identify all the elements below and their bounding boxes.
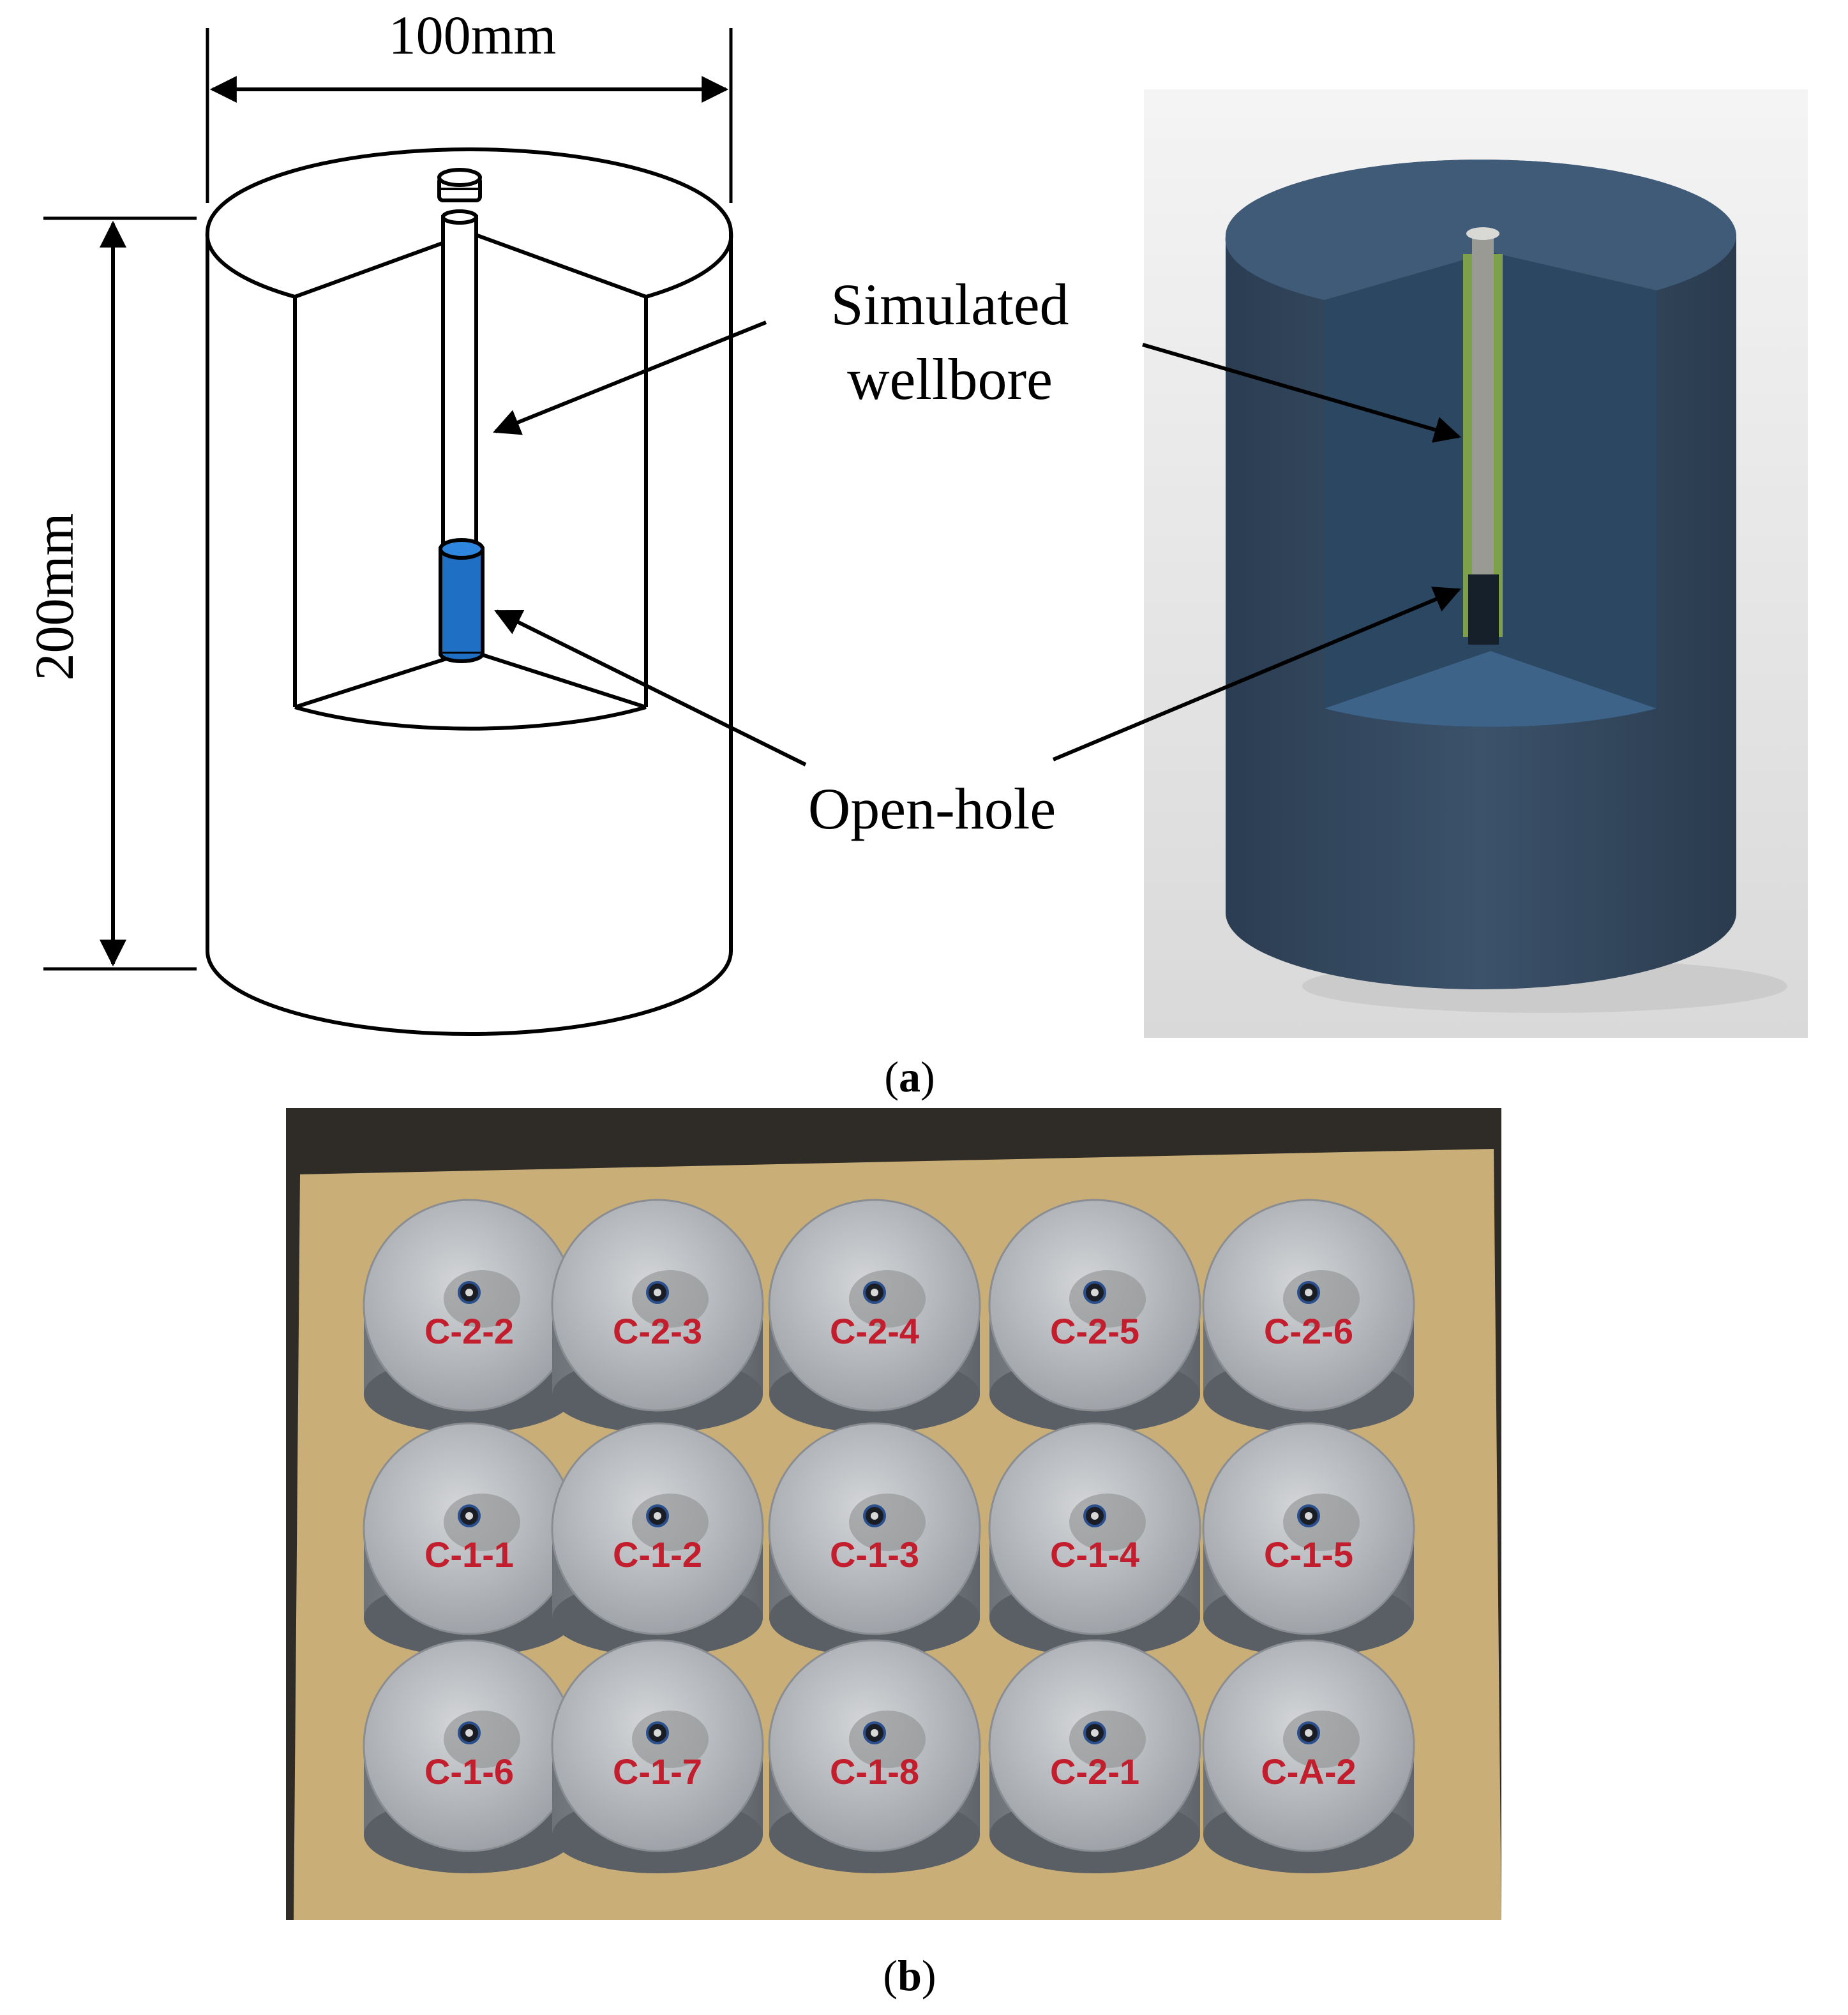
specimen-label: C-2-4 (830, 1311, 919, 1351)
specimen-label: C-2-6 (1264, 1311, 1353, 1351)
specimen-core: C-1-8 (768, 1639, 981, 1873)
specimen-label: C-2-3 (613, 1311, 702, 1351)
specimen-core: C-2-1 (988, 1639, 1201, 1873)
core-wellbore-pin (1091, 1289, 1099, 1296)
core-wellbore-pin (871, 1289, 878, 1296)
specimen-label: C-2-1 (1050, 1751, 1139, 1792)
specimen-label: C-1-6 (424, 1751, 514, 1792)
specimen-core: C-2-2 (363, 1199, 576, 1433)
arrow-openhole-left (494, 610, 807, 767)
core-wellbore-pin (465, 1729, 473, 1737)
specimen-cores: C-2-2 C-2-3 C-2-4 C-2-5 C-2-6C-1-1 C-1-2 C-1-3… (363, 1199, 1415, 1873)
specimen-label: C-1-3 (830, 1534, 919, 1575)
arrow-openhole-right (1052, 587, 1461, 761)
render-rod (1472, 237, 1494, 608)
panel-b-photo: C-2-2 C-2-3 C-2-4 C-2-5 C-2-6C-1-1 C-1-2 C-1-3… (286, 1108, 1501, 1920)
core-wellbore-pin (871, 1512, 878, 1520)
specimen-core: C-2-6 (1202, 1199, 1415, 1433)
core-wellbore-pin (654, 1289, 661, 1296)
openhole-bottom (439, 653, 485, 663)
label-simulated: Simulated (830, 272, 1069, 337)
specimen-label: C-2-5 (1050, 1311, 1139, 1351)
dim-height-label: 200mm (24, 513, 85, 681)
core-wellbore-pin (1305, 1729, 1312, 1737)
render-rod-cap (1466, 227, 1499, 240)
specimen-label: C-1-5 (1264, 1534, 1353, 1575)
core-wellbore-pin (654, 1512, 661, 1520)
specimen-core: C-1-5 (1202, 1422, 1415, 1656)
specimen-core: C-A-2 (1202, 1639, 1415, 1873)
wellbore-tube (441, 215, 478, 551)
caption-b: (b) (883, 1951, 936, 2000)
specimen-label: C-1-8 (830, 1751, 919, 1792)
openhole-top (439, 538, 485, 560)
specimen-core: C-1-7 (551, 1639, 764, 1873)
core-wellbore-pin (1091, 1512, 1099, 1520)
label-wellbore: wellbore (847, 347, 1053, 412)
specimen-core: C-1-3 (768, 1422, 981, 1656)
specimen-core: C-1-1 (363, 1422, 576, 1656)
dim-width-label: 100mm (389, 4, 557, 66)
panel-a-render (1052, 89, 1808, 1038)
openhole-section (439, 547, 485, 655)
wellbore-top (441, 209, 478, 225)
core-wellbore-pin (465, 1289, 473, 1296)
cutaway-bottom-arc (294, 705, 647, 731)
cylinder-bottom-arc (206, 950, 733, 1036)
specimen-core: C-1-6 (363, 1639, 576, 1873)
specimen-label: C-1-1 (424, 1534, 514, 1575)
caption-a: (a) (884, 1052, 935, 1101)
core-wellbore-pin (1305, 1512, 1312, 1520)
specimen-label: C-A-2 (1261, 1751, 1356, 1792)
specimen-label: C-1-2 (613, 1534, 702, 1575)
specimen-core: C-2-5 (988, 1199, 1201, 1433)
core-wellbore-pin (1091, 1729, 1099, 1737)
panel-a-drawing (43, 28, 807, 1036)
specimen-label: C-2-2 (424, 1311, 514, 1351)
specimen-core: C-1-2 (551, 1422, 764, 1656)
arrow-wellbore-left (493, 320, 767, 435)
cutaway-floor-right (470, 649, 647, 709)
label-openhole: Open-hole (808, 776, 1056, 841)
core-wellbore-pin (871, 1729, 878, 1737)
wellbore-cap-top (437, 168, 482, 187)
specimen-core: C-2-4 (768, 1199, 981, 1433)
arrow-wellbore-right (1142, 343, 1462, 443)
core-wellbore-pin (465, 1512, 473, 1520)
cutaway-floor-left (294, 649, 471, 709)
core-wellbore-pin (654, 1729, 661, 1737)
specimen-label: C-1-7 (613, 1751, 702, 1792)
specimen-label: C-1-4 (1050, 1534, 1139, 1575)
specimen-core: C-2-3 (551, 1199, 764, 1433)
render-openhole (1468, 574, 1499, 645)
render-cutaway-floor (1325, 651, 1656, 727)
core-wellbore-pin (1305, 1289, 1312, 1296)
specimen-core: C-1-4 (988, 1422, 1201, 1656)
